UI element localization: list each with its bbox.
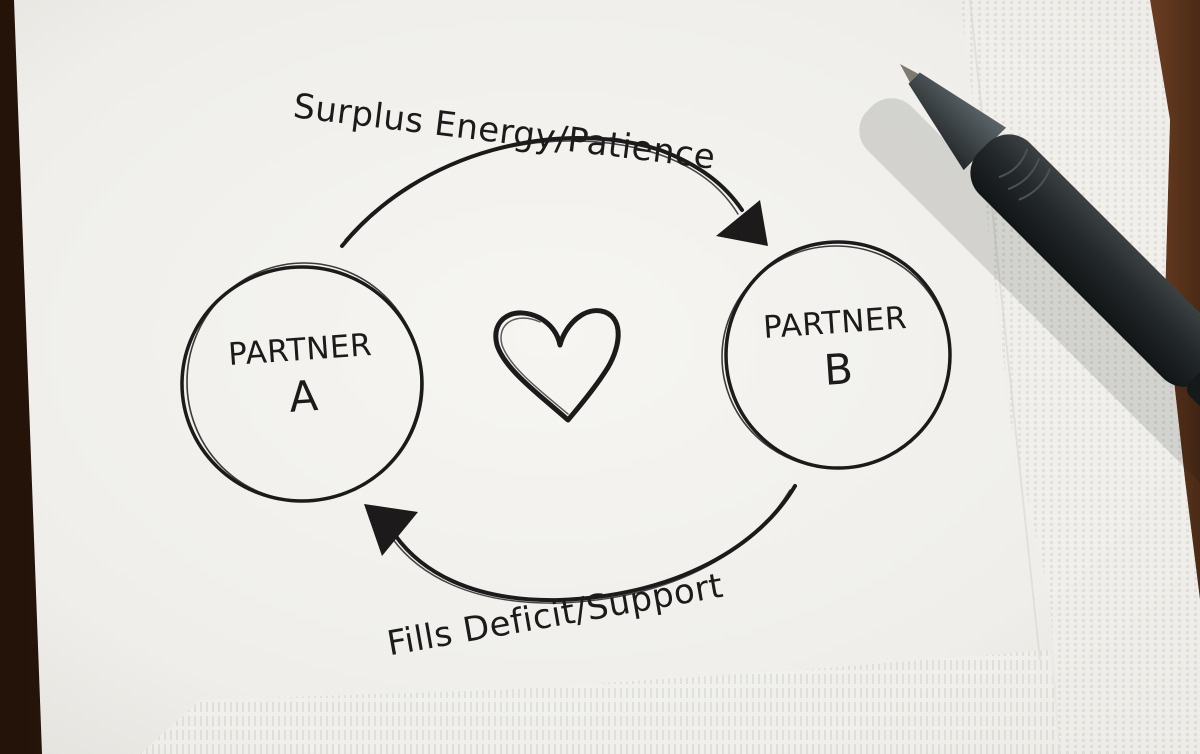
partner-a-label: PARTNER A — [189, 324, 415, 428]
top-arrow — [340, 136, 744, 248]
bottom-arrow — [391, 484, 797, 604]
heart-icon — [493, 308, 621, 423]
top-arrowhead-icon — [716, 200, 768, 246]
partner-b-label: PARTNER B — [729, 298, 945, 401]
partner-b-circle — [721, 240, 952, 470]
partner-a-circle — [180, 262, 424, 503]
bottom-arrowhead-icon — [364, 504, 418, 556]
